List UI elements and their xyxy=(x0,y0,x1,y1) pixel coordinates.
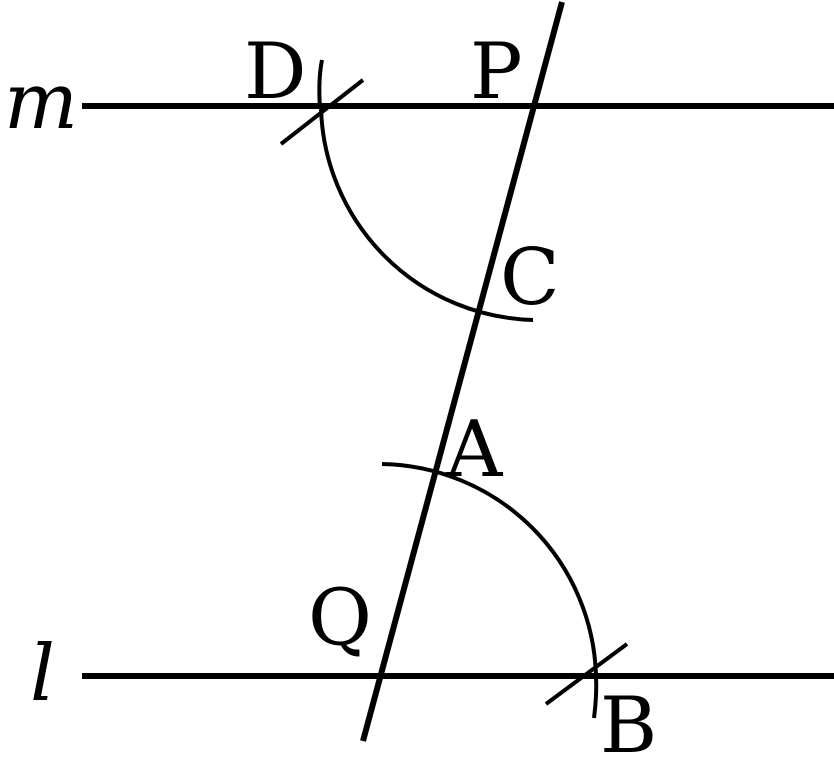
label-Q: Q xyxy=(308,573,372,663)
label-l: l xyxy=(30,629,55,719)
tick-mark-D xyxy=(279,78,365,146)
label-B: B xyxy=(600,681,657,771)
arc-from-Q-bottom xyxy=(592,675,599,719)
transversal-line xyxy=(360,1,565,742)
label-C: C xyxy=(500,233,560,323)
arc-from-P xyxy=(319,107,534,322)
label-A: A xyxy=(445,405,504,495)
label-m: m xyxy=(4,57,78,147)
label-D: D xyxy=(244,27,307,117)
arc-from-Q xyxy=(381,462,598,677)
label-P: P xyxy=(470,27,522,117)
arc-from-P-top xyxy=(317,59,324,109)
tick-mark-B xyxy=(544,642,629,706)
